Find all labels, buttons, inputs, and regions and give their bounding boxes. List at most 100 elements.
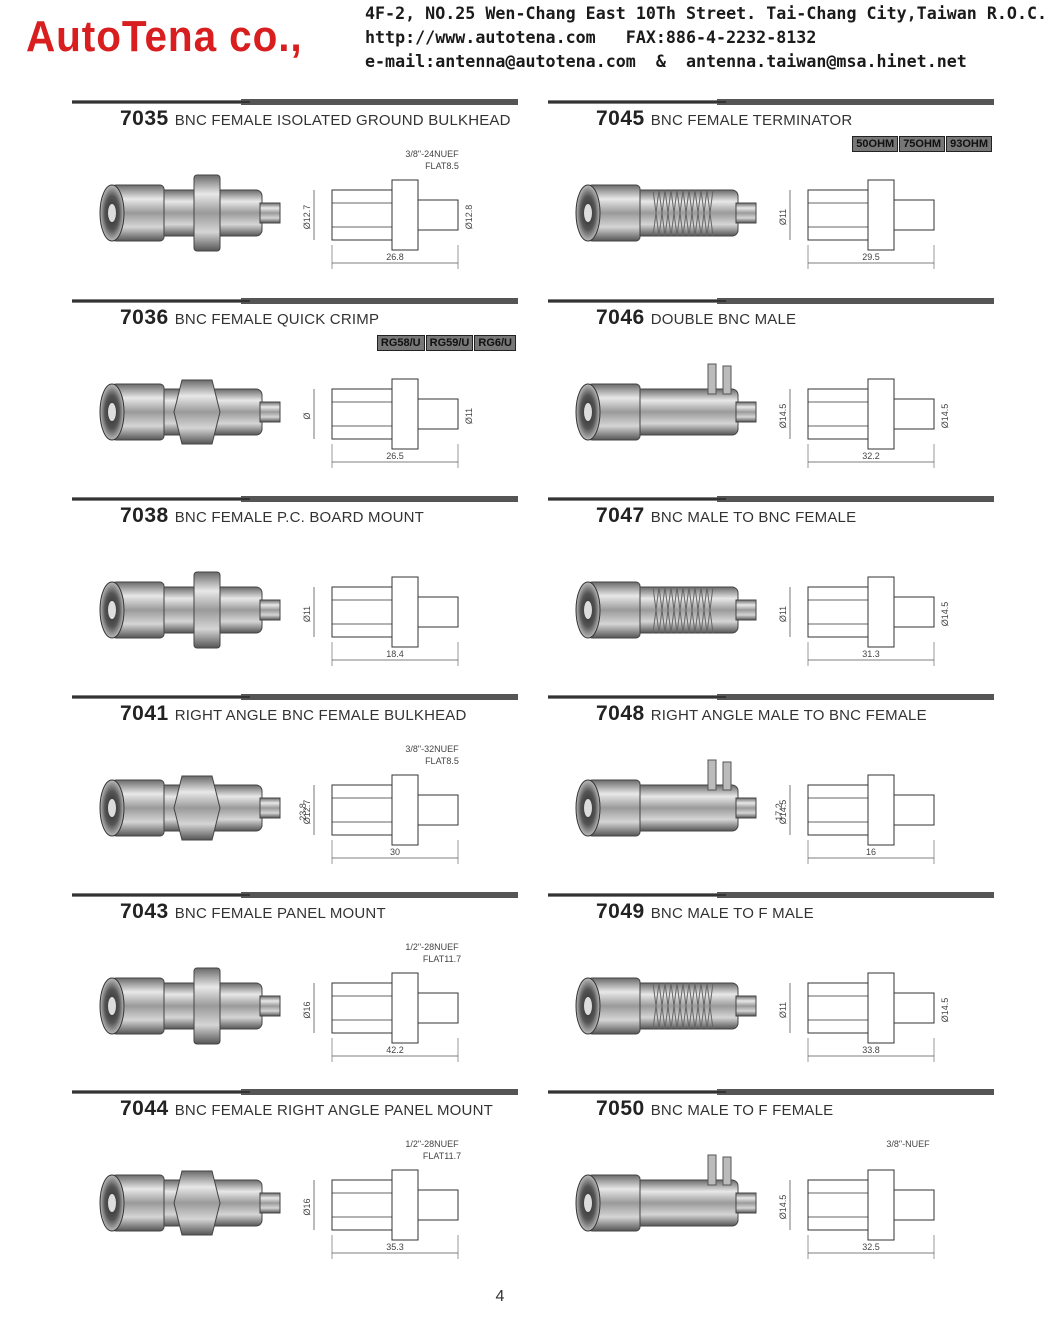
section-rule	[72, 496, 518, 502]
product-title: 7045 BNC FEMALE TERMINATOR	[596, 107, 852, 131]
product-code: 7050	[596, 1097, 645, 1120]
product-drawing: Ø11 29.5	[778, 179, 935, 269]
dimension-label: Ø12.7	[302, 205, 312, 230]
dimension-label: Ø12.7	[302, 800, 312, 825]
product-title: 7038 BNC FEMALE P.C. BOARD MOUNT	[120, 504, 424, 528]
product-name: BNC MALE TO F FEMALE	[650, 1102, 834, 1119]
spec-badge: RG6/U	[474, 335, 516, 351]
dimension-label: FLAT11.7	[423, 954, 461, 964]
product-code: 7043	[120, 900, 169, 923]
product-photo	[575, 581, 757, 639]
dimension-label: Ø16	[302, 1001, 312, 1018]
product-code: 7041	[120, 702, 169, 725]
dimension-label: Ø14.5	[940, 602, 950, 627]
dimension-label: 26.8	[386, 252, 404, 262]
section-rule	[72, 298, 518, 304]
connector-body	[99, 967, 281, 1045]
product-photo	[575, 977, 757, 1035]
connector-body	[575, 581, 757, 639]
connector-body	[575, 1154, 757, 1232]
dimension-label: Ø11	[778, 1002, 788, 1018]
product-name: BNC FEMALE ISOLATED GROUND BULKHEAD	[174, 112, 511, 129]
dimension-label: 30	[390, 847, 400, 857]
connector-body	[99, 174, 281, 252]
dimension-label: 18.4	[386, 649, 404, 659]
dimension-label: 29.5	[862, 252, 880, 262]
product-name: RIGHT ANGLE BNC FEMALE BULKHEAD	[174, 707, 467, 724]
dimension-label: 32.2	[862, 451, 880, 461]
dimension-label: Ø16	[302, 1198, 312, 1215]
dimension-label: FLAT11.7	[423, 1151, 461, 1161]
dimension-label: FLAT8.5	[425, 756, 459, 766]
dimension-label: 1/2"-28NUEF	[405, 1139, 459, 1149]
email-line: e-mail:antenna@autotena.com & antenna.ta…	[365, 52, 967, 72]
connector-body	[99, 571, 281, 649]
dimension-label: 35.3	[386, 1242, 404, 1252]
product-name: BNC FEMALE PANEL MOUNT	[174, 905, 386, 922]
product-code: 7045	[596, 107, 645, 130]
product-name: RIGHT ANGLE MALE TO BNC FEMALE	[650, 707, 927, 724]
section-rule	[72, 892, 518, 898]
dimension-drawing: Ø14.517.2 16	[774, 774, 935, 864]
product-title: 7050 BNC MALE TO F FEMALE	[596, 1097, 833, 1121]
product-photo	[575, 1154, 757, 1232]
dimension-label: 1/2"-28NUEF	[405, 942, 459, 952]
product-name: BNC FEMALE P.C. BOARD MOUNT	[174, 509, 425, 526]
connector-body	[99, 775, 281, 841]
dimension-drawing: Ø11 29.5	[778, 179, 935, 269]
dimension-label: Ø11	[302, 606, 312, 622]
product-code: 7036	[120, 306, 169, 329]
spec-badge: RG58/U	[376, 335, 425, 351]
dimension-label: 42.2	[386, 1045, 404, 1055]
product-photo	[575, 759, 757, 837]
product-code: 7035	[120, 107, 169, 130]
dimension-label: Ø14.5	[778, 1195, 788, 1220]
dimension-label: FLAT8.5	[425, 161, 459, 171]
section-rule	[72, 99, 518, 105]
product-photo	[575, 184, 757, 242]
product-name: BNC FEMALE TERMINATOR	[650, 112, 853, 129]
section-rule	[72, 694, 518, 700]
dimension-label: 3/8"-24NUEF	[405, 149, 459, 159]
dimension-label: 16	[866, 847, 876, 857]
product-photo	[99, 775, 281, 841]
product-section-7035: 7035 BNC FEMALE ISOLATED GROUND BULKHEAD 3…	[72, 99, 518, 290]
product-code: 7046	[596, 306, 645, 329]
product-photo	[99, 571, 281, 649]
page-number: 4	[495, 1288, 505, 1305]
dimension-label: 17.2	[774, 803, 784, 821]
connector-body	[99, 379, 281, 445]
product-code: 7038	[120, 504, 169, 527]
web-fax-line: http://www.autotena.com FAX:886-4-2232-8…	[365, 28, 817, 48]
dimension-label: Ø14.5	[778, 800, 788, 825]
product-code: 7044	[120, 1097, 169, 1120]
dimension-label: Ø14.5	[940, 998, 950, 1023]
dimension-label: Ø11	[778, 209, 788, 225]
dimension-label: Ø14.5	[940, 404, 950, 429]
brand-logo: AutoTena co.,	[26, 12, 303, 61]
dimension-drawing: Ø11 18.4	[302, 576, 459, 666]
dimension-label: 31.3	[862, 649, 880, 659]
